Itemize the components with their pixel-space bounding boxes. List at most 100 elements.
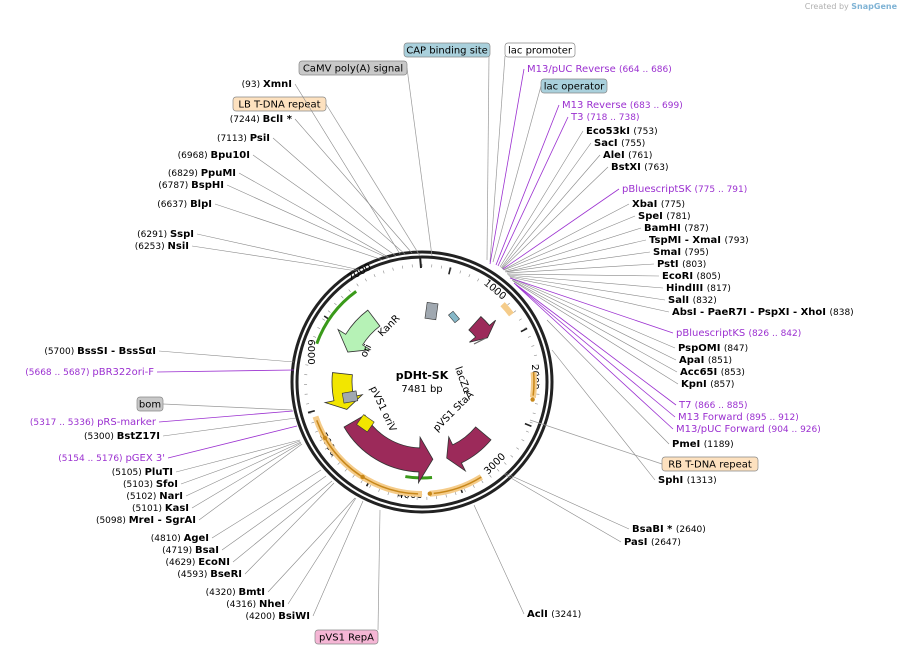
ruler-tick xyxy=(485,283,488,287)
orange-arrow-head xyxy=(530,397,535,402)
site-leader xyxy=(504,239,647,273)
rb-tdna-label: RB T-DNA repeat xyxy=(668,460,752,471)
lac-operator-label: lac operator xyxy=(544,82,605,93)
restriction-site-label: SalI (832) xyxy=(668,295,717,306)
site-position: (5102) xyxy=(126,492,159,502)
lb-tdna-label: LB T-DNA repeat xyxy=(238,100,320,111)
site-leader xyxy=(191,442,302,509)
ruler-tick xyxy=(523,327,527,329)
primer-label: (5668 .. 5687) pBR322ori-F xyxy=(25,367,154,378)
ruler-tick xyxy=(352,474,355,478)
site-leader xyxy=(503,215,636,271)
site-leader xyxy=(504,472,630,530)
lb-tdna-label-box xyxy=(232,96,327,112)
orange-arrow xyxy=(433,476,482,495)
restriction-site-label: HindIII (817) xyxy=(666,283,731,294)
ruler-tick xyxy=(529,421,533,424)
restriction-site-label: BsaBI * (2640) xyxy=(632,524,706,535)
orange-arrow xyxy=(532,372,535,396)
ruler-tick xyxy=(337,462,341,465)
site-name: BssSI - BssSαI xyxy=(77,346,156,357)
site-position: (6968) xyxy=(178,151,211,161)
restriction-site-label: PspOMI (847) xyxy=(678,343,748,354)
site-leader xyxy=(238,172,391,259)
site-name: PasI xyxy=(624,537,651,548)
site-leader xyxy=(158,350,295,363)
ruler-tick xyxy=(378,488,380,492)
site-name: XmnI xyxy=(263,79,292,90)
restriction-site-label: (4200) BsiWI xyxy=(245,611,310,622)
site-position: (838) xyxy=(829,308,853,318)
ruler-tick xyxy=(348,289,351,293)
primer-leader xyxy=(513,282,677,406)
site-position: (3241) xyxy=(551,610,581,620)
site-position: (1313) xyxy=(687,476,717,486)
site-leader xyxy=(501,166,609,270)
restriction-site-label: EcoRI (805) xyxy=(662,271,721,282)
ruler-tick xyxy=(308,412,312,415)
restriction-site-label: (4316) NheI xyxy=(226,599,285,610)
site-leader xyxy=(546,319,670,445)
site-position: (761) xyxy=(628,151,652,161)
primer-label: T3 (718 .. 738) xyxy=(570,112,639,123)
restriction-site-label: SmaI (795) xyxy=(653,247,709,258)
site-position: (4200) xyxy=(245,612,278,622)
ruler-tick xyxy=(513,310,517,313)
restriction-site-label: (6637) BlpI xyxy=(157,199,212,210)
restriction-site-label: (4629) EcoNI xyxy=(165,557,230,568)
tick-mark xyxy=(524,422,532,427)
ruler-tick xyxy=(507,302,510,306)
camv-polya-label-box xyxy=(298,60,408,76)
site-position: (5098) xyxy=(96,516,129,526)
restriction-site-label: (93) XmnI xyxy=(242,79,292,90)
ruler-tick xyxy=(464,488,466,492)
feature-label-pvs1-staa: pVS1 StaA xyxy=(431,389,476,434)
restriction-site-label: (4810) AgeI xyxy=(151,533,209,544)
ruler-tick xyxy=(322,318,326,321)
restriction-site-label: TspMI - XmaI (793) xyxy=(649,235,749,246)
site-leader xyxy=(504,227,642,272)
site-name: AleI xyxy=(603,150,628,161)
cap-binding-site-label-box xyxy=(403,42,491,58)
site-position: (5700) xyxy=(44,347,77,357)
restriction-site-label: (5700) BssSI - BssSαI xyxy=(44,346,156,357)
cap-binding-site-label: CAP binding site xyxy=(406,46,488,57)
ruler-tick xyxy=(503,462,507,465)
tick-label: 7000 xyxy=(346,262,374,284)
site-leader xyxy=(294,83,401,255)
pvs1-repa-label-box xyxy=(314,629,379,645)
restriction-site-label: (6829) PpuMI xyxy=(168,168,236,179)
site-position: (2647) xyxy=(651,538,681,548)
primer-range: (683 .. 699) xyxy=(630,101,683,111)
site-leader xyxy=(501,154,601,269)
site-name: PspOMI xyxy=(678,343,724,354)
orange-arrow-head xyxy=(427,491,433,496)
tick-mark xyxy=(520,327,528,333)
ruler-tick xyxy=(534,403,538,405)
site-position: (4719) xyxy=(162,546,195,556)
ruler-tick xyxy=(496,468,500,472)
restriction-site-label: BstXI (763) xyxy=(611,162,668,173)
ori-arrow xyxy=(323,372,364,410)
site-position: (753) xyxy=(633,127,657,137)
restriction-site-label: AleI (761) xyxy=(603,150,652,161)
ruler-tick xyxy=(382,270,385,274)
site-name: SalI xyxy=(668,295,693,306)
lb-tdna-label-leader xyxy=(325,103,421,257)
site-leader xyxy=(294,118,413,254)
ruler-tick xyxy=(397,494,399,498)
primer-name: M13 Reverse xyxy=(562,100,630,111)
caMV-polyA-box xyxy=(424,302,439,321)
primer-leader xyxy=(502,188,620,270)
restriction-site-label: SacI (755) xyxy=(594,138,645,149)
primer-leader xyxy=(515,284,674,430)
ruler-tick xyxy=(518,318,522,321)
restriction-site-label: (7244) BclI * xyxy=(230,114,293,125)
site-name: SacI xyxy=(594,138,621,149)
pvs1-repa-label-leader xyxy=(377,509,381,631)
ruler-tick xyxy=(330,455,334,458)
site-name: TspMI - XmaI xyxy=(649,235,724,246)
site-leader xyxy=(507,274,664,289)
primer-range: (826 .. 842) xyxy=(748,329,801,339)
